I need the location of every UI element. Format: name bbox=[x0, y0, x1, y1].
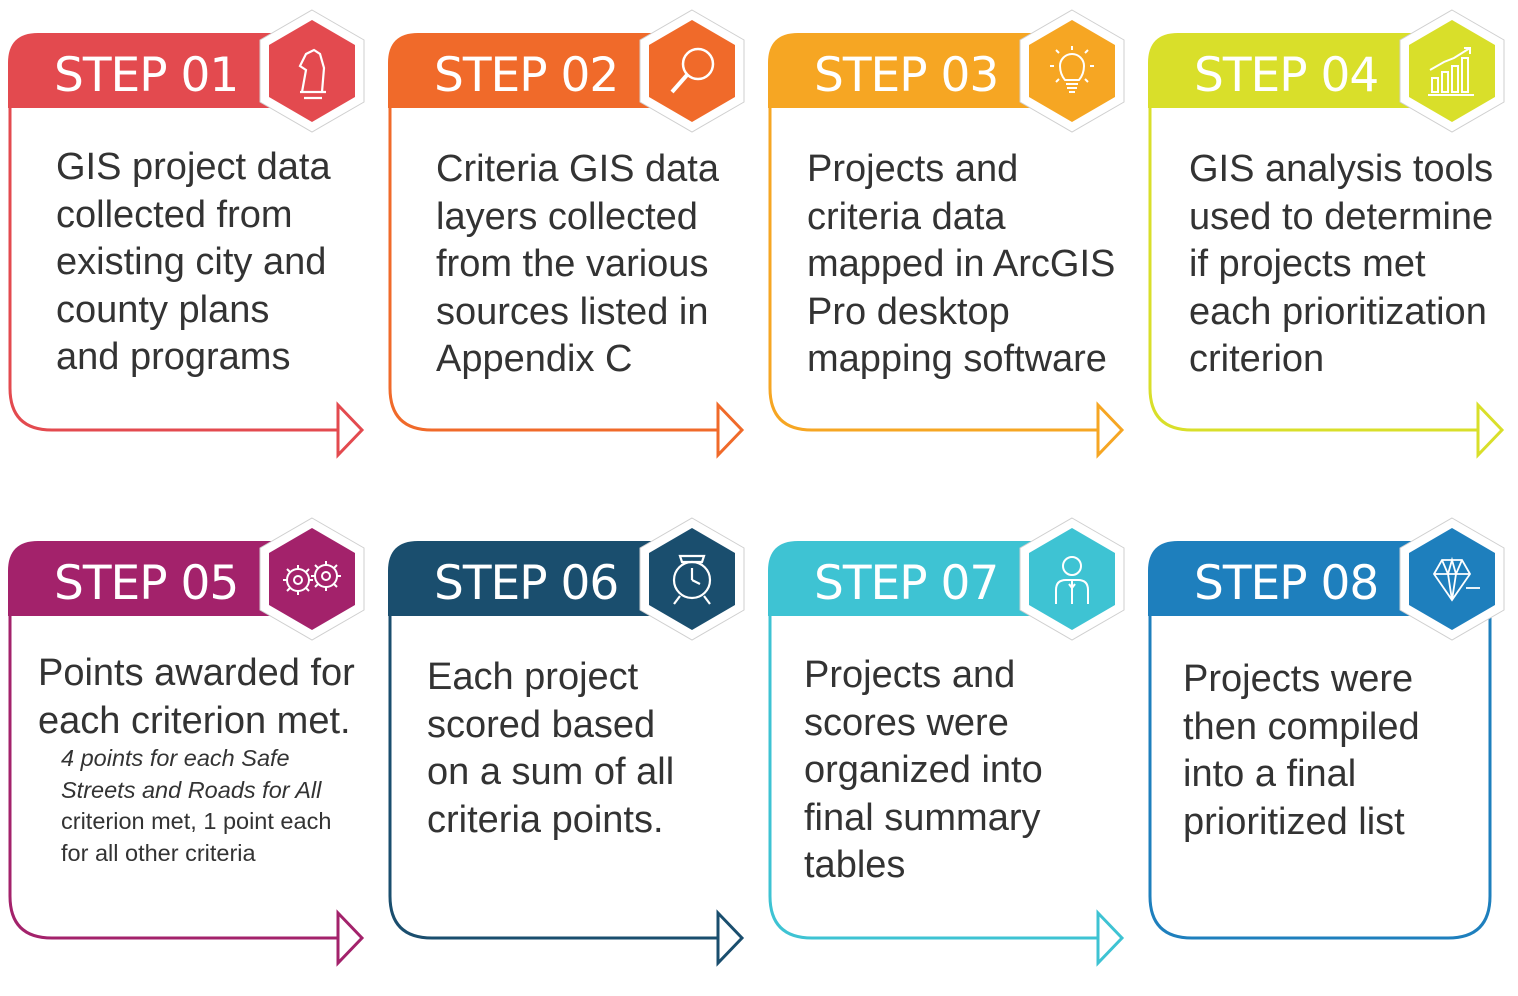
desc-line: into a final bbox=[1183, 753, 1357, 795]
step-card-05: STEP 05 Points awarded for each criterio… bbox=[8, 516, 388, 996]
gears-icon bbox=[259, 517, 365, 641]
desc-line: Projects and bbox=[804, 654, 1016, 696]
note-line: 4 points for each Safe bbox=[61, 745, 290, 771]
step-card-03: STEP 03 Projects and criteria data mappe… bbox=[768, 8, 1148, 488]
step-card-02: STEP 02 Criteria GIS data layers collect… bbox=[388, 8, 768, 488]
desc-line: from the various bbox=[436, 243, 709, 285]
step-frame bbox=[8, 541, 365, 967]
desc-line: each prioritization bbox=[1189, 290, 1487, 333]
step-card-01: STEP 01 GIS project data collected from … bbox=[8, 8, 388, 488]
step-card-07: STEP 07 Projects and scores were organiz… bbox=[768, 516, 1148, 996]
step-label: STEP 03 bbox=[814, 48, 999, 103]
step-frame bbox=[388, 541, 745, 967]
step-frame bbox=[8, 33, 365, 459]
desc-line: mapped in ArcGIS bbox=[807, 243, 1116, 285]
desc-line: criteria data bbox=[807, 195, 1006, 238]
desc-line: Appendix C bbox=[436, 338, 633, 380]
note-line: Streets and Roads for All bbox=[61, 776, 322, 803]
diamond-icon bbox=[1399, 517, 1505, 641]
step-frame bbox=[1148, 541, 1492, 940]
lightbulb-icon bbox=[1019, 9, 1125, 133]
step-label: STEP 05 bbox=[54, 556, 239, 611]
desc-line: if projects met bbox=[1189, 243, 1426, 285]
note-line: for all other criteria bbox=[61, 839, 256, 866]
step-label: STEP 08 bbox=[1194, 556, 1379, 611]
step-frame bbox=[768, 541, 1125, 967]
desc-line: final summary bbox=[804, 796, 1041, 839]
desc-line: existing city and bbox=[56, 241, 327, 283]
desc-line: layers collected bbox=[436, 195, 698, 238]
magnifier-icon bbox=[639, 9, 745, 133]
desc-line: Each project bbox=[427, 656, 639, 698]
step-label: STEP 04 bbox=[1194, 48, 1379, 103]
desc-line: Criteria GIS data bbox=[436, 148, 719, 190]
desc-line: organized into bbox=[804, 749, 1043, 791]
desc-line: used to determine bbox=[1189, 195, 1494, 238]
desc-line: on a sum of all bbox=[427, 751, 675, 793]
desc-line: then compiled bbox=[1183, 705, 1420, 748]
desc-line: tables bbox=[804, 844, 906, 886]
desc-line: criterion bbox=[1189, 338, 1325, 380]
note-line: criterion met, 1 point each bbox=[61, 808, 332, 834]
desc-line: Projects and bbox=[807, 148, 1019, 190]
desc-line: scored based bbox=[427, 703, 656, 746]
step-label: STEP 02 bbox=[434, 48, 619, 103]
step-frame bbox=[768, 33, 1125, 459]
desc-line: and programs bbox=[56, 336, 291, 378]
step-frame bbox=[388, 33, 745, 459]
desc-line: county plans bbox=[56, 288, 270, 331]
bar-chart-icon bbox=[1399, 9, 1505, 133]
chess-knight-icon bbox=[259, 9, 365, 133]
step-card-04: STEP 04 GIS analysis tools used to deter… bbox=[1148, 8, 1518, 488]
desc-line: Points awarded for bbox=[38, 652, 355, 694]
desc-line: criteria points. bbox=[427, 798, 664, 841]
step-frame bbox=[1148, 33, 1505, 459]
person-icon bbox=[1019, 517, 1125, 641]
step-card-06: STEP 06 Each project scored based on a s… bbox=[388, 516, 768, 996]
desc-line: GIS project data bbox=[56, 146, 331, 188]
desc-line: each criterion met. bbox=[38, 699, 351, 742]
desc-line: sources listed in bbox=[436, 290, 709, 333]
desc-line: prioritized list bbox=[1183, 800, 1405, 843]
desc-line: GIS analysis tools bbox=[1189, 148, 1494, 190]
step-label: STEP 06 bbox=[434, 556, 619, 611]
step-label: STEP 07 bbox=[814, 556, 999, 611]
desc-line: Pro desktop bbox=[807, 290, 1010, 333]
desc-line: mapping software bbox=[807, 338, 1107, 380]
desc-line: Projects were bbox=[1183, 658, 1414, 700]
step-card-08: STEP 08 Projects were then compiled into… bbox=[1148, 516, 1518, 996]
step-label: STEP 01 bbox=[54, 48, 239, 103]
desc-line: scores were bbox=[804, 701, 1009, 744]
alarm-clock-icon bbox=[639, 517, 745, 641]
desc-line: collected from bbox=[56, 193, 293, 236]
